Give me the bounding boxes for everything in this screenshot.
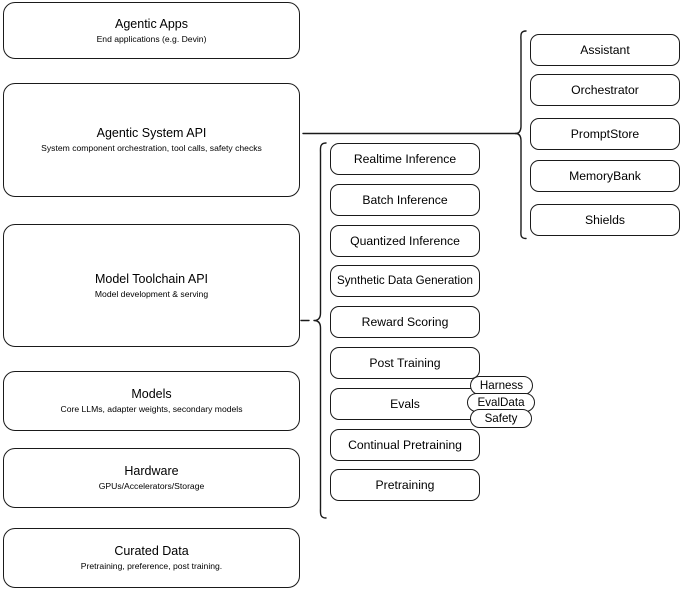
layer-text-block: Curated Data Pretraining, preference, po… bbox=[81, 543, 222, 573]
layer-text-block: Agentic System API System component orch… bbox=[41, 125, 262, 155]
layer-title: Agentic System API bbox=[96, 126, 207, 140]
system-component-shields[interactable]: Shields bbox=[530, 204, 680, 236]
layer-text-block: Models Core LLMs, adapter weights, secon… bbox=[61, 386, 243, 416]
layer-title: Curated Data bbox=[114, 544, 189, 558]
layer-title: Hardware bbox=[124, 464, 179, 478]
layer-box-agentic-system-api[interactable]: Agentic System API System component orch… bbox=[3, 83, 300, 197]
toolchain-component-quantized-inference[interactable]: Quantized Inference bbox=[330, 225, 480, 257]
toolchain-component-batch-inference[interactable]: Batch Inference bbox=[330, 184, 480, 216]
layer-title: Agentic Apps bbox=[115, 16, 188, 31]
layer-title: Model Toolchain API bbox=[94, 271, 209, 286]
system-component-orchestrator[interactable]: Orchestrator bbox=[530, 74, 680, 106]
layer-title: Models bbox=[131, 387, 172, 401]
layer-box-model-toolchain-api[interactable]: Model Toolchain API Model development & … bbox=[3, 224, 300, 347]
layer-text-block: Hardware GPUs/Accelerators/Storage bbox=[99, 463, 205, 493]
toolchain-component-post-training[interactable]: Post Training bbox=[330, 347, 480, 379]
layer-subtitle: Pretraining, preference, post training. bbox=[80, 561, 223, 571]
layer-subtitle: Core LLMs, adapter weights, secondary mo… bbox=[60, 404, 243, 414]
bracket-toolchain-components bbox=[313, 142, 327, 519]
layer-subtitle: End applications (e.g. Devin) bbox=[96, 33, 207, 44]
layer-box-agentic-apps[interactable]: Agentic Apps End applications (e.g. Devi… bbox=[3, 2, 300, 59]
toolchain-component-continual-pretraining[interactable]: Continual Pretraining bbox=[330, 429, 480, 461]
bracket-system-components bbox=[514, 30, 527, 240]
system-component-assistant[interactable]: Assistant bbox=[530, 34, 680, 66]
toolchain-component-realtime-inference[interactable]: Realtime Inference bbox=[330, 143, 480, 175]
layer-text-block: Agentic Apps End applications (e.g. Devi… bbox=[97, 16, 207, 46]
layer-subtitle: GPUs/Accelerators/Storage bbox=[98, 481, 205, 491]
layer-box-hardware[interactable]: Hardware GPUs/Accelerators/Storage bbox=[3, 448, 300, 508]
toolchain-component-evals[interactable]: Evals bbox=[330, 388, 480, 420]
toolchain-component-pretraining[interactable]: Pretraining bbox=[330, 469, 480, 501]
layer-subtitle: System component orchestration, tool cal… bbox=[41, 143, 262, 153]
evals-subcomponent-safety[interactable]: Safety bbox=[470, 409, 532, 428]
toolchain-component-synthetic-data-generation[interactable]: Synthetic Data Generation bbox=[330, 265, 480, 297]
toolchain-component-reward-scoring[interactable]: Reward Scoring bbox=[330, 306, 480, 338]
layer-subtitle: Model development & serving bbox=[94, 288, 209, 299]
system-component-memorybank[interactable]: MemoryBank bbox=[530, 160, 680, 192]
layer-text-block: Model Toolchain API Model development & … bbox=[95, 271, 208, 301]
layer-box-models[interactable]: Models Core LLMs, adapter weights, secon… bbox=[3, 371, 300, 431]
system-component-promptstore[interactable]: PromptStore bbox=[530, 118, 680, 150]
layer-box-curated-data[interactable]: Curated Data Pretraining, preference, po… bbox=[3, 528, 300, 588]
